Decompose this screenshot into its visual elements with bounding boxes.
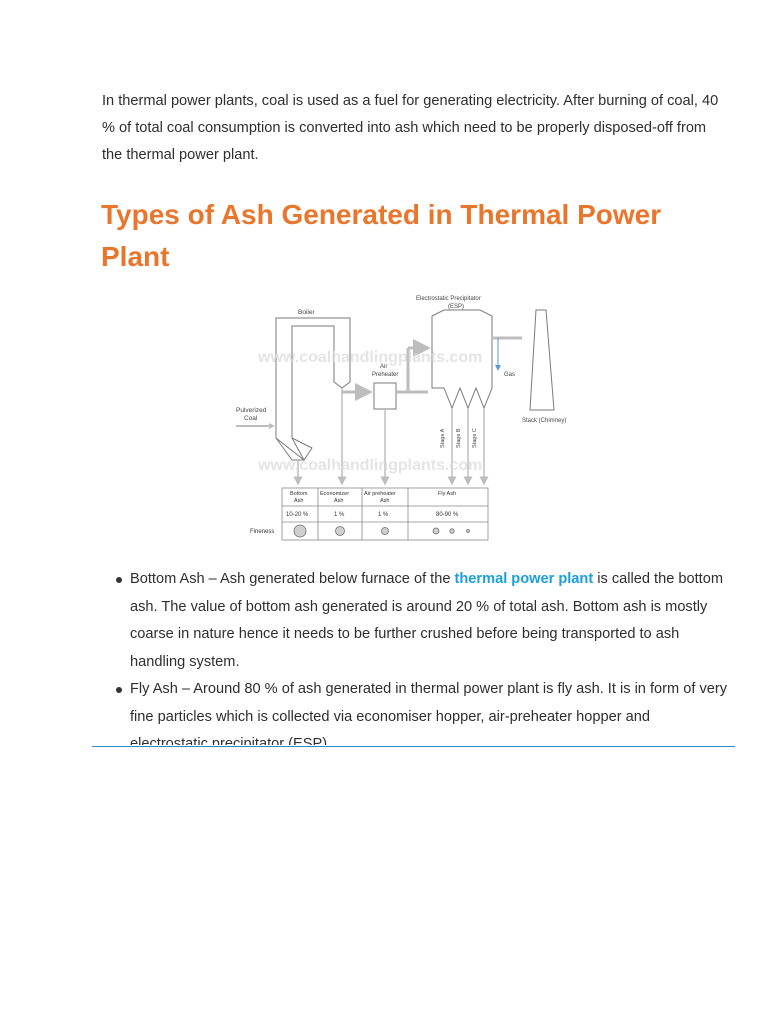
air-label-1: Air: [380, 364, 387, 370]
bullet-1-text-b: is called the bottom ash. The value of b…: [130, 571, 723, 670]
th-bottom-2: Ash: [294, 498, 303, 504]
th-air-1: Air preheater: [364, 491, 396, 497]
air-preheater-box: [373, 382, 397, 410]
th-air-2: Ash: [380, 498, 389, 504]
air-label-2: Preheater: [372, 372, 398, 378]
ash-table: [281, 487, 489, 541]
pct-fly: 80-90 %: [436, 512, 459, 518]
diagram-svg: Boiler Pulverized Coal Air Preheater Ele…: [236, 296, 566, 541]
particle-fly-a: [432, 527, 440, 535]
pulverized-label-2: Coal: [244, 415, 258, 422]
watermark-bottom: www.coalhandlingplants.com: [257, 457, 482, 474]
th-bottom-1: Bottom: [290, 491, 308, 497]
pulverized-label-1: Pulverized: [236, 407, 267, 414]
divider-line: [92, 746, 735, 747]
esp-label-2: (ESP): [448, 304, 464, 310]
th-fly: Fly Ash: [438, 491, 456, 497]
bullet-dot-icon: [116, 687, 122, 693]
pct-econ: 1 %: [334, 512, 345, 518]
stage-b-label: Stage B: [456, 428, 462, 448]
boiler-label: Boiler: [298, 309, 315, 316]
particle-fly-b: [449, 528, 455, 534]
esp-label-1: Electrostatic Precipitator: [416, 296, 481, 302]
particle-econ: [335, 526, 345, 536]
bullet-clip: Bottom Ash – Ash generated below furnace…: [92, 560, 737, 745]
th-econ-2: Ash: [334, 498, 343, 504]
particle-bottom: [293, 524, 307, 538]
boiler-outline: [275, 317, 351, 461]
gas-label: Gas: [504, 372, 515, 378]
ash-flow-diagram: Boiler Pulverized Coal Air Preheater Ele…: [232, 288, 572, 548]
stage-a-label: Stage A: [440, 428, 446, 448]
bullet-fly-ash: Fly Ash – Around 80 % of ash generated i…: [116, 676, 728, 745]
particle-fly-c: [466, 529, 470, 533]
bullet-dot-icon: [116, 577, 122, 583]
stack-label: Stack (Chimney): [522, 418, 566, 424]
th-econ-1: Economizer: [320, 491, 349, 497]
thermal-power-plant-link[interactable]: thermal power plant: [454, 571, 594, 587]
bullet-list: Bottom Ash – Ash generated below furnace…: [116, 566, 728, 745]
bullet-1-text-a: Bottom Ash – Ash generated below furnace…: [130, 571, 455, 587]
intro-paragraph: In thermal power plants, coal is used as…: [102, 93, 719, 163]
particle-air: [381, 527, 389, 535]
bullet-bottom-ash: Bottom Ash – Ash generated below furnace…: [116, 566, 728, 676]
boiler-hopper: [275, 437, 313, 461]
section-heading: Types of Ash Generated in Thermal Power …: [101, 199, 662, 272]
pct-air: 1 %: [378, 512, 389, 518]
watermark-top: www.coalhandlingplants.com: [257, 349, 482, 366]
bullet-2-text: Fly Ash – Around 80 % of ash generated i…: [130, 681, 728, 745]
stack-chimney: [529, 309, 555, 411]
pct-bottom: 10-20 %: [286, 512, 309, 518]
esp-outline: [431, 309, 493, 410]
fineness-label: Fineness: [250, 529, 274, 535]
stage-c-label: Stage C: [472, 428, 478, 448]
